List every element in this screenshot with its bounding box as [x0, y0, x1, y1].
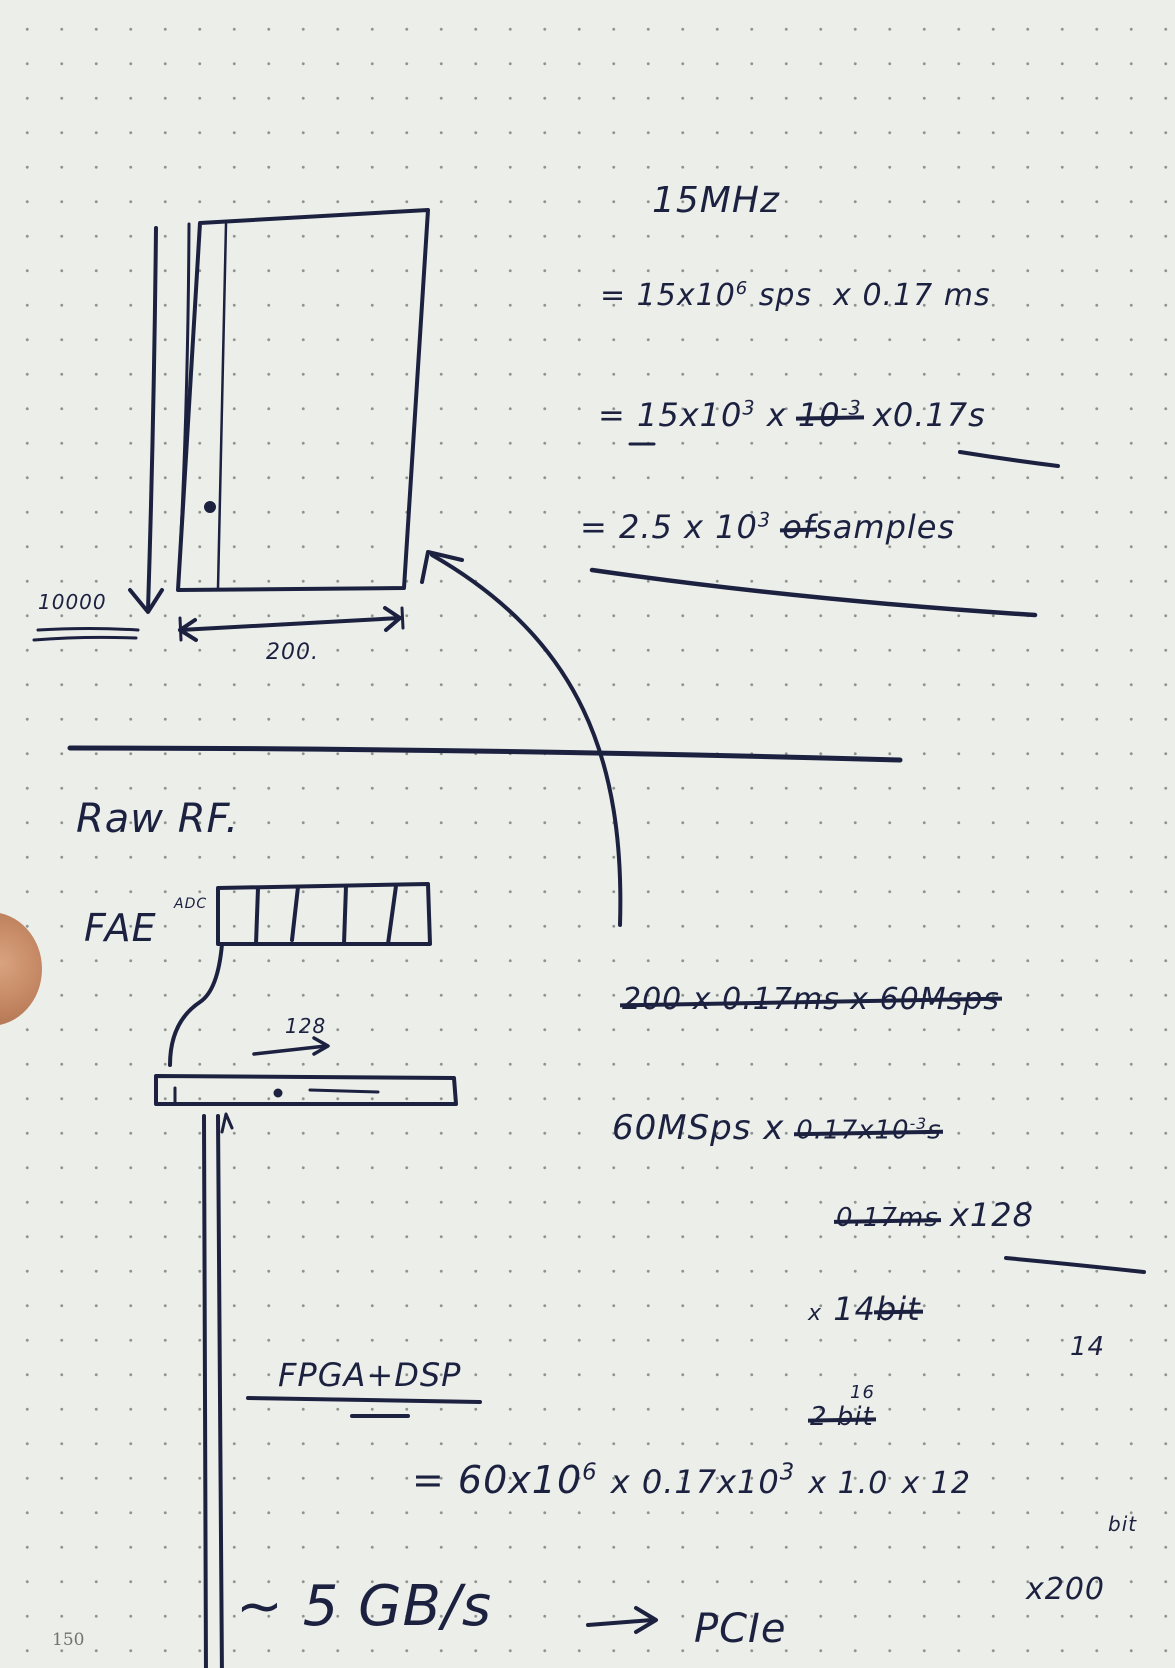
- calc-line-2-x: x: [766, 396, 787, 434]
- channels-label: 128: [285, 1014, 327, 1038]
- calc-line-3-unit: samples: [815, 508, 956, 546]
- equation-exp-1: 6: [582, 1459, 598, 1486]
- calc-line-2-exp: 3: [742, 396, 756, 420]
- calc-line-2-text: = 15x10: [598, 396, 743, 434]
- calc-line-2: = 15x103 x 10-3 x0.17s: [598, 396, 986, 434]
- rate-line-a-text: 60MSps: [612, 1108, 752, 1148]
- rate-line-a: 60MSps x 0.17x10-3s: [612, 1108, 942, 1148]
- rate-line-a-x: x: [763, 1108, 785, 1148]
- depth-label: 10000: [38, 590, 107, 614]
- calc-line-3-struck: of: [782, 508, 816, 546]
- rate-line-c-side: 14: [1070, 1332, 1106, 1362]
- rate-struck-line: 200 x 0.17ms x 60Msps: [622, 982, 1000, 1017]
- rate-line-d-struck: 2 bit: [810, 1402, 874, 1432]
- width-arrow: [178, 606, 405, 642]
- rate-line-c-num: 14: [833, 1290, 876, 1328]
- rate-line-c: x 14bit: [808, 1290, 921, 1328]
- section-divider: [67, 745, 903, 763]
- rate-struck-text: 200 x 0.17ms x 60Msps: [622, 982, 1000, 1017]
- calc-line-1-unit: sps: [758, 278, 813, 313]
- depth-arrow: [32, 226, 164, 642]
- calc-line-3-exp: 3: [757, 508, 772, 532]
- calc-line-2-struck: 10-3: [798, 396, 862, 434]
- freq-label: 15MHz: [652, 180, 780, 221]
- equation-line: = 60x106 x 0.17x103 x 1.0 x 12: [412, 1458, 971, 1502]
- calc-line-1: = 15x106 sps x 0.17 ms: [600, 278, 991, 313]
- result-label: ~ 5 GB/s: [236, 1574, 493, 1639]
- rate-line-d-over: 16: [850, 1382, 875, 1403]
- raw-rf-label: Raw RF.: [76, 796, 240, 842]
- equation-unit: bit: [1108, 1512, 1138, 1536]
- rate-line-c-x: x: [808, 1301, 823, 1326]
- rate-line-a-struck-exp: -3: [909, 1115, 928, 1134]
- rate-line-a-struck-s: s: [927, 1116, 942, 1146]
- calc-line-2-struck-base: 10: [797, 396, 841, 434]
- calc-line-1-text: = 15x10: [600, 278, 736, 313]
- calc-line-1-mult: x 0.17 ms: [833, 278, 991, 313]
- adc-array-drawing: [168, 882, 432, 1067]
- calc-line-1-exp: 6: [735, 278, 749, 299]
- buffer-block-drawing: [176, 208, 430, 592]
- calc-line-3: = 2.5 x 103 ofsamples: [580, 508, 955, 546]
- curved-arrow: [420, 550, 623, 927]
- rate-line-a-struck-base: 0.17x10: [796, 1116, 910, 1146]
- equation-exp-2: 3: [779, 1459, 796, 1486]
- rate-line-b-mult: x128: [949, 1196, 1034, 1234]
- rate-line-c-struck: bit: [875, 1290, 921, 1328]
- bus-bar-drawing: [154, 1074, 458, 1106]
- calc-line-3-text: = 2.5 x 10: [580, 508, 758, 546]
- pcie-label: PCIe: [694, 1606, 787, 1652]
- rate-line-a-struck: 0.17x10-3s: [796, 1115, 941, 1146]
- multiplier-label: x200: [1026, 1572, 1106, 1607]
- width-label: 200.: [266, 640, 319, 665]
- page-number: 150: [52, 1630, 85, 1650]
- rate-line-b: 0.17ms x128: [836, 1196, 1034, 1234]
- equation-text: = 60x10: [412, 1458, 583, 1502]
- equation-tail: x 12: [901, 1466, 971, 1501]
- calc-line-2-post: x0.17s: [872, 396, 986, 434]
- fae-label: FAE: [84, 906, 157, 950]
- equation-end: x 1.0: [808, 1466, 889, 1501]
- calc-line-2-struck-exp: -3: [840, 396, 862, 420]
- equation-mid: x 0.17x10: [610, 1463, 780, 1501]
- fae-adc-label: ADC: [174, 896, 208, 912]
- fpga-label: FPGA+DSP: [278, 1356, 462, 1394]
- rate-line-d: 2 bit: [810, 1402, 874, 1432]
- rate-line-b-text: 0.17ms: [836, 1203, 939, 1233]
